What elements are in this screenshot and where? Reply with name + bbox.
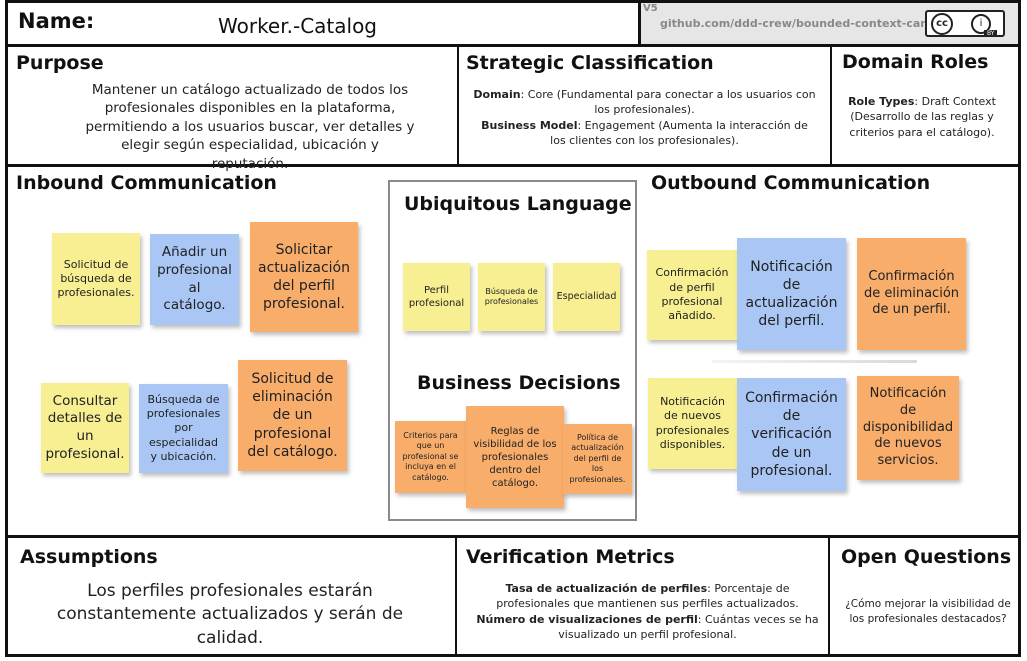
outbound-sticky-1: Confirmación de perfil profesional añadi… — [647, 250, 737, 340]
inbound-sticky-2: Añadir un profesional al catálogo. — [150, 234, 239, 325]
ul-sticky-2: Búsqueda de profesionales — [478, 263, 545, 331]
open-questions-text: ¿Cómo mejorar la visibilidad de los prof… — [845, 598, 1011, 625]
bd-sticky-3: Política de actualización del perfil de … — [563, 424, 632, 494]
source-link[interactable]: github.com/ddd-crew/bounded-context-canv… — [660, 17, 950, 30]
purpose-title: Purpose — [16, 52, 104, 74]
domain-label: Domain — [473, 88, 521, 101]
version-label: V5 — [643, 3, 658, 14]
open-questions-title: Open Questions — [841, 546, 1012, 568]
inbound-title: Inbound Communication — [16, 172, 277, 194]
context-name: Worker.-Catalog — [218, 14, 378, 38]
divider-strategic-roles — [830, 44, 832, 166]
divider-metrics-questions — [828, 535, 830, 657]
ubiquitous-title: Ubiquitous Language — [404, 193, 632, 215]
metric-2-text: : Cuántas veces se ha visualizado un per… — [558, 613, 819, 642]
verification-metric-2: Número de visualizaciones de perfil: Cuá… — [475, 612, 820, 643]
inbound-sticky-6: Solicitud de eliminación de un profesion… — [238, 360, 347, 471]
outbound-sticky-6: Notificación de disponibilidad de nuevos… — [857, 376, 959, 480]
inbound-sticky-4: Consultar detalles de un profesional. — [41, 383, 129, 473]
assumptions-title: Assumptions — [20, 546, 158, 568]
business-model-text: : Engagement (Aumenta la interacción de … — [550, 119, 808, 148]
divider-header — [5, 44, 1021, 47]
ul-sticky-1: Perfil profesional — [403, 263, 470, 331]
metric-1-label: Tasa de actualización de perfiles — [505, 582, 708, 595]
outbound-sticky-3: Confirmación de eliminación de un perfil… — [857, 238, 966, 350]
purpose-text: Mantener un catálogo actualizado de todo… — [85, 82, 415, 172]
assumptions-text: Los perfiles profesionales estarán const… — [56, 581, 404, 648]
metric-1-text: : Porcentaje de profesionales que mantie… — [496, 582, 799, 611]
person-icon: i — [971, 13, 991, 34]
outbound-sticky-4: Notificación de nuevos profesionales dis… — [648, 378, 737, 469]
outbound-title: Outbound Communication — [651, 172, 931, 194]
verification-title: Verification Metrics — [466, 546, 675, 568]
divider-purpose-strategic — [457, 44, 459, 166]
divider-top-row — [5, 164, 1021, 167]
business-decisions-title: Business Decisions — [417, 372, 621, 394]
strategic-business-model: Business Model: Engagement (Aumenta la i… — [472, 118, 817, 149]
domain-text: : Core (Fundamental para conectar a los … — [520, 88, 816, 117]
strategic-title: Strategic Classification — [466, 52, 714, 74]
verification-metric-1: Tasa de actualización de perfiles: Porce… — [475, 581, 820, 612]
license-badge: cc i — [925, 10, 1005, 37]
outbound-arrow — [712, 360, 917, 363]
strategic-domain: Domain: Core (Fundamental para conectar … — [472, 87, 817, 118]
metric-2-label: Número de visualizaciones de perfil — [476, 613, 698, 626]
domain-roles-title: Domain Roles — [842, 51, 989, 73]
name-label: Name: — [18, 9, 95, 33]
role-types-text: : Draft Context (Desarrollo de las regla… — [849, 95, 996, 139]
outbound-sticky-2: Notificación de actualización del perfil… — [737, 238, 846, 350]
inbound-sticky-5: Búsqueda de profesionales por especialid… — [139, 384, 228, 473]
business-model-label: Business Model — [481, 119, 578, 132]
bd-sticky-2: Reglas de visibilidad de los profesional… — [466, 406, 564, 508]
bd-sticky-1: Criterios para que un profesional se inc… — [395, 421, 466, 493]
role-types-label: Role Types — [848, 95, 915, 108]
domain-roles-text: Role Types: Draft Context (Desarrollo de… — [844, 94, 1000, 140]
outbound-sticky-5: Confirmación de verificación de un profe… — [737, 378, 846, 491]
ul-sticky-3: Especialidad — [553, 263, 620, 331]
divider-assumptions-metrics — [455, 535, 457, 657]
license-by-label: BY — [984, 30, 998, 37]
inbound-sticky-3: Solicitar actualización del perfil profe… — [250, 222, 358, 332]
divider-bottom-row — [5, 535, 1021, 538]
inbound-sticky-1: Solicitud de búsqueda de profesionales. — [52, 233, 140, 325]
cc-icon: cc — [931, 12, 953, 35]
